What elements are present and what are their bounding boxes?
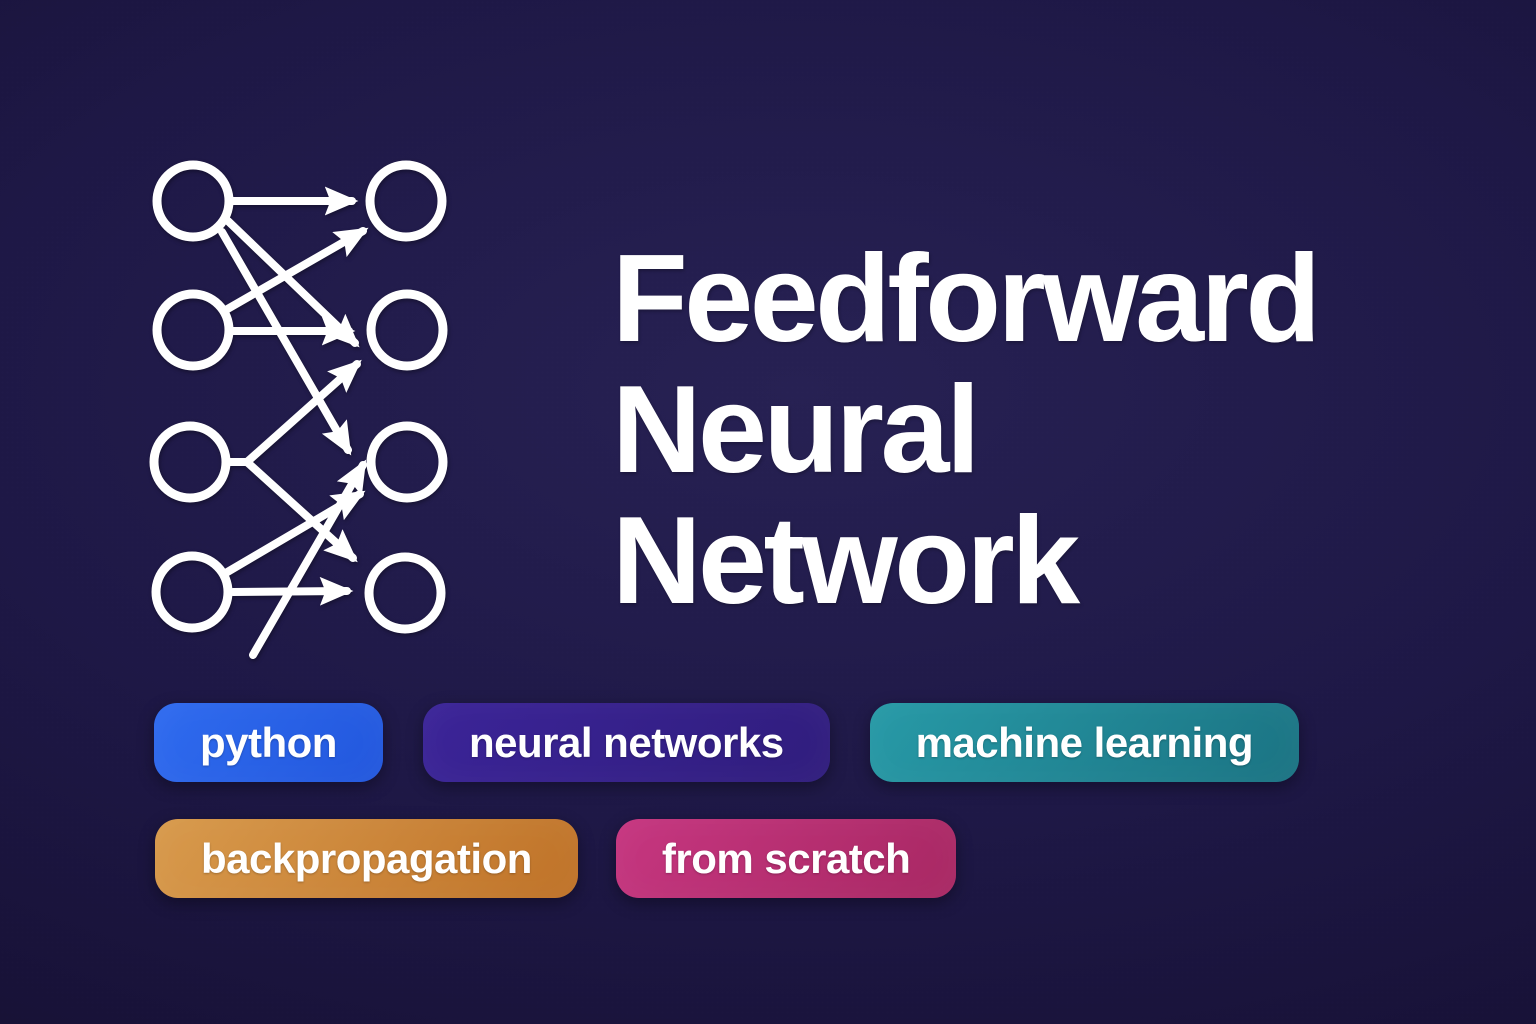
- network-diagram-svg: [149, 160, 448, 659]
- title-line-2: Neural: [612, 361, 980, 499]
- tag-python: python: [154, 703, 383, 782]
- network-node: [365, 160, 447, 242]
- network-edges: [218, 186, 369, 659]
- tag-from-scratch: from scratch: [615, 819, 957, 898]
- network-edge: [220, 490, 366, 578]
- tag-backpropagation: backpropagation: [155, 819, 578, 898]
- tag-row-bottom: backpropagation from scratch: [155, 819, 957, 898]
- network-node: [364, 552, 446, 634]
- title-line-3: Network: [612, 492, 1080, 630]
- network-edge: [229, 576, 354, 606]
- page-title: Feedforward Neural Network: [612, 234, 1472, 627]
- tag-machine-learning: machine learning: [869, 703, 1300, 782]
- tag-neural-networks: neural networks: [422, 703, 830, 782]
- network-node: [366, 289, 448, 371]
- network-edge: [243, 359, 362, 466]
- network-edge: [218, 228, 352, 456]
- network-node: [149, 421, 231, 503]
- title-line-1: Feedforward: [612, 230, 1321, 368]
- network-edge: [249, 459, 367, 659]
- tag-row-top: python neural networks machine learning: [154, 703, 1300, 782]
- neural-network-diagram: [130, 148, 474, 672]
- network-nodes: [149, 160, 448, 634]
- network-node: [366, 421, 448, 503]
- network-node: [151, 551, 233, 633]
- network-node: [152, 160, 234, 242]
- network-edge: [220, 227, 369, 315]
- network-edge: [243, 458, 358, 563]
- network-node: [152, 289, 234, 371]
